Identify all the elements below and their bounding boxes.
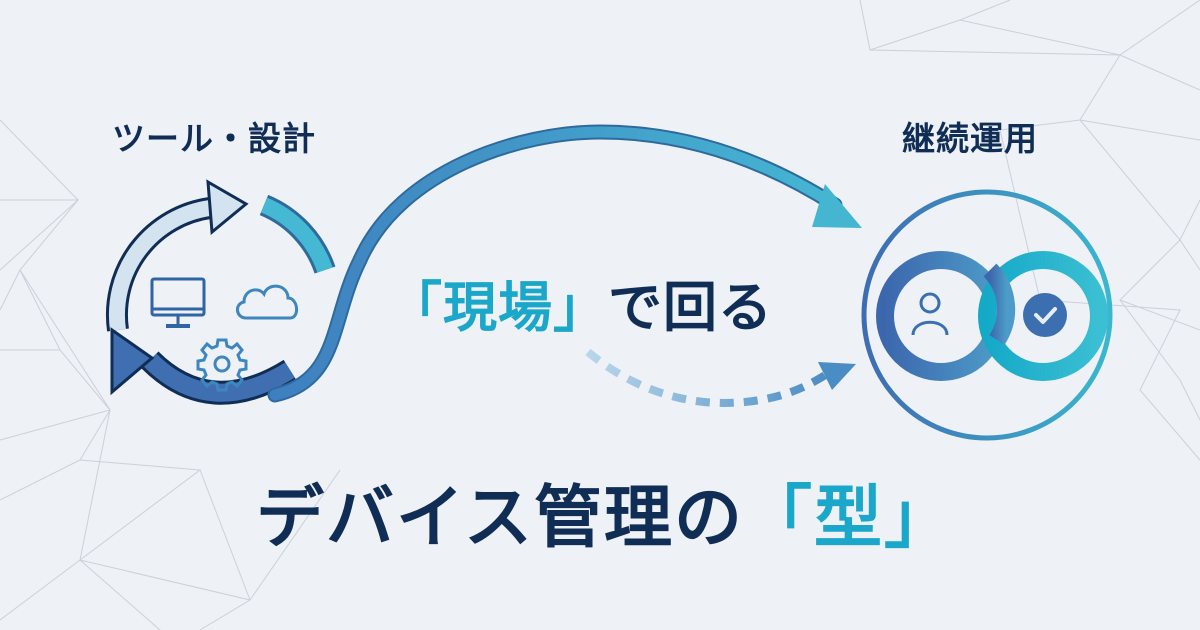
gear-icon xyxy=(196,338,248,392)
main-title-prefix: デバイス管理の xyxy=(256,479,744,558)
main-title: デバイス管理の「型」 xyxy=(256,462,954,561)
check-circle-icon xyxy=(1023,293,1067,337)
user-icon xyxy=(911,292,949,336)
cloud-icon xyxy=(236,284,298,320)
continuous-operation-emblem xyxy=(861,189,1113,441)
main-title-highlight: 型 xyxy=(813,479,884,558)
highlight-word: 現場 xyxy=(443,276,553,339)
tools-design-label: ツール・設計 xyxy=(112,119,316,158)
bracket-close: 」 xyxy=(553,276,608,339)
cycle-arrow-dark xyxy=(110,327,297,405)
bracket-close: 」 xyxy=(884,479,955,558)
continuous-operation-label: 継続運用 xyxy=(902,119,1038,158)
cycle-arrow-light xyxy=(105,179,249,332)
heading-rest: で回る xyxy=(608,276,773,339)
bracket-open: 「 xyxy=(388,276,443,339)
bracket-open: 「 xyxy=(743,479,814,558)
main-flow-arrow xyxy=(267,124,862,403)
dashed-flow-arrow xyxy=(585,348,856,407)
cycle-arrow-cyan xyxy=(259,194,336,274)
field-driven-heading: 「現場」で回る xyxy=(388,263,773,342)
monitor-icon xyxy=(150,277,206,328)
